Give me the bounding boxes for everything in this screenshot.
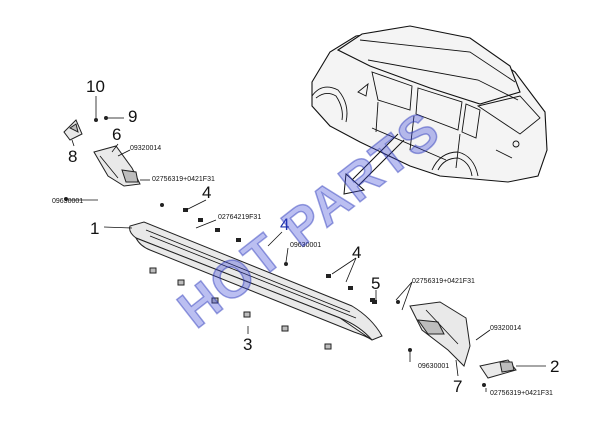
screw-10: [94, 118, 98, 122]
callout-7: 7: [453, 377, 462, 396]
front-corner-trim: [63, 119, 83, 141]
callout-1: 1: [90, 219, 99, 238]
part-number-labels: 09320014 02756319+0421F31 09630001 02764…: [52, 145, 553, 397]
rear-mud-flap: [409, 301, 471, 367]
fastener-5: [372, 300, 377, 304]
pn-09630001-right: 09630001: [418, 363, 449, 370]
screw-right: [408, 348, 412, 352]
pn-09320014-right: 09320014: [490, 325, 521, 332]
pn-02756319-left: 02756319+0421F31: [152, 176, 215, 183]
rocker-moulding: [129, 221, 383, 350]
callout-4b: 4: [280, 215, 289, 234]
front-mud-flap: [93, 145, 141, 187]
screw-9: [104, 116, 108, 120]
car-illustration: [311, 25, 548, 183]
pn-02764219: 02764219F31: [218, 214, 261, 221]
pn-02756319-bottom: 02756319+0421F31: [490, 390, 553, 397]
location-arrow: [343, 133, 405, 195]
leader-lines: [68, 96, 546, 392]
callout-2: 2: [550, 357, 559, 376]
callout-4a: 4: [202, 183, 211, 202]
pn-09630001-left: 09630001: [52, 198, 83, 205]
callout-9: 9: [128, 107, 137, 126]
screw-bottom: [482, 383, 486, 387]
callouts: 1 2 3 4 4 4 5 6 7 8 9 10: [68, 77, 559, 396]
moulding-clips: [149, 267, 332, 350]
callout-4c: 4: [352, 243, 361, 262]
callout-3: 3: [243, 335, 252, 354]
callout-8: 8: [68, 147, 77, 166]
callout-5: 5: [371, 274, 380, 293]
callout-6: 6: [112, 125, 121, 144]
pn-09630001-mid: 09630001: [290, 242, 321, 249]
rear-corner-trim: [479, 359, 517, 379]
screw-right-top: [396, 300, 400, 304]
callout-10: 10: [86, 77, 105, 96]
pn-09320014-left: 09320014: [130, 145, 161, 152]
pn-02756319-right: 02756319+0421F31: [412, 278, 475, 285]
